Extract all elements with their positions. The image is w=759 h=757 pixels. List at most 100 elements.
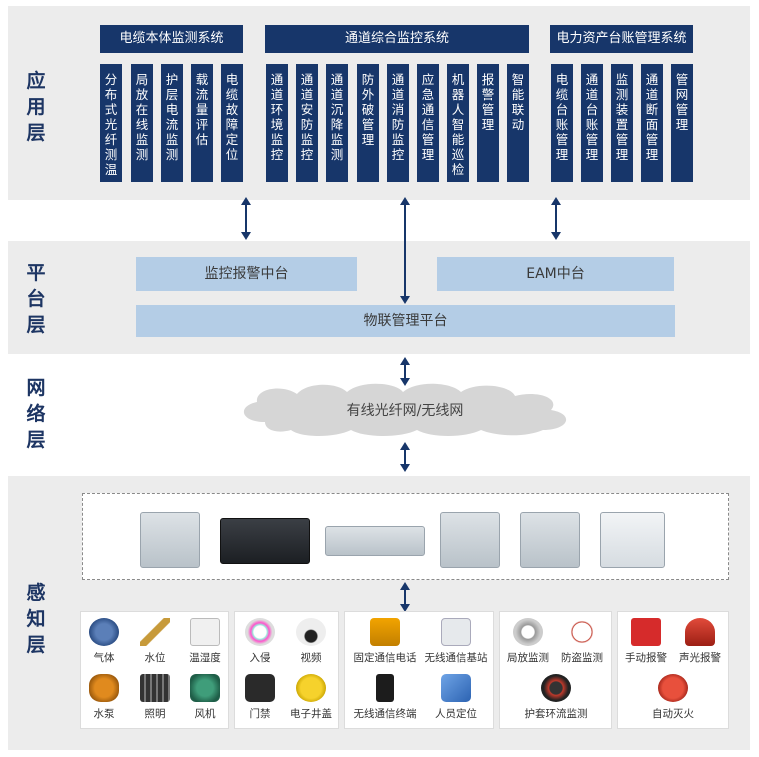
arrow-head-up-left — [241, 197, 251, 205]
perception-layer-label: 感知层 — [26, 582, 46, 656]
sensor-fan-label: 风机 — [194, 708, 216, 720]
network-cloud-text: 有线光纤网/无线网 — [346, 403, 464, 419]
anti-theft-icon — [567, 618, 597, 646]
arrow-line-net2 — [404, 449, 406, 465]
item-ampacity: 载流量评估 — [191, 64, 213, 182]
arrow-head-up-right — [551, 197, 561, 205]
sensor-auto-extinguish-label: 自动灭火 — [652, 708, 694, 720]
sensor-manhole-label: 电子井盖 — [290, 708, 332, 720]
item-pipe-mgmt: 管网管理 — [671, 64, 693, 182]
pd-sensor-icon — [513, 618, 543, 646]
item-channel-ledger: 通道台账管理 — [581, 64, 603, 182]
sensor-pd-label: 局放监测 — [507, 652, 549, 664]
network-cloud — [243, 383, 567, 436]
sensor-lighting-label: 照明 — [144, 708, 166, 720]
arrow-head-down-perc — [400, 604, 410, 612]
sensor-gas-label: 气体 — [93, 652, 115, 664]
arrow-head-up-net1 — [400, 357, 410, 365]
item-env-monitor: 通道环境监控 — [266, 64, 288, 182]
sensor-personnel-locate-label: 人员定位 — [435, 708, 477, 720]
arrow-head-up-net2 — [400, 442, 410, 450]
arrow-head-down-net1 — [400, 378, 410, 386]
item-emergency-comm: 应急通信管理 — [417, 64, 439, 182]
item-device-mgmt: 监测装置管理 — [611, 64, 633, 182]
sensor-personnel-locate: 人员定位 — [421, 674, 491, 721]
item-anti-damage: 防外破管理 — [357, 64, 379, 182]
sensor-auto-extinguish: 自动灭火 — [643, 674, 703, 721]
access-control-icon — [245, 674, 275, 702]
water-level-icon — [140, 618, 170, 646]
device-rack-unit — [325, 526, 425, 556]
item-fiber-temp: 分布式光纤测温 — [100, 64, 122, 182]
sensor-fixed-phone: 固定通信电话 — [350, 618, 420, 665]
gas-sensor-icon — [89, 618, 119, 646]
sensor-manual-alarm-label: 手动报警 — [625, 652, 667, 664]
device-cabinet-1 — [140, 512, 200, 568]
application-layer-label: 应用层 — [26, 70, 46, 144]
sensor-pump: 水泵 — [74, 674, 134, 721]
item-alarm-mgmt: 报警管理 — [477, 64, 499, 182]
sensor-water-level-label: 水位 — [144, 652, 166, 664]
device-cabinet-2 — [440, 512, 500, 568]
manual-alarm-icon — [631, 618, 661, 646]
locator-tag-icon — [441, 674, 471, 702]
sensor-water-level: 水位 — [125, 618, 185, 665]
arrow-line-center — [404, 204, 406, 296]
sensor-box-environment: 气体 水位 温湿度 水泵 照明 风机 — [80, 611, 229, 729]
group-cable-body-title: 电缆本体监测系统 — [100, 25, 243, 53]
sensor-gas: 气体 — [74, 618, 134, 665]
monitor-alarm-center: 监控报警中台 — [136, 257, 357, 291]
platform-layer-label: 平台层 — [26, 262, 46, 336]
sheath-ct-icon — [541, 674, 571, 702]
base-station-icon — [441, 618, 471, 646]
sensor-intrusion: 入侵 — [230, 618, 290, 665]
pump-icon — [89, 674, 119, 702]
sensor-pd: 局放监测 — [498, 618, 558, 665]
siren-icon — [685, 618, 715, 646]
arrow-line-perc — [404, 589, 406, 606]
group-channel-title: 通道综合监控系统 — [265, 25, 529, 53]
sensor-lighting: 照明 — [125, 674, 185, 721]
sensor-box-security: 入侵 视频 门禁 电子井盖 — [234, 611, 339, 729]
extinguisher-icon — [658, 674, 688, 702]
sensor-access: 门禁 — [230, 674, 290, 721]
item-pd-monitor: 局放在线监测 — [131, 64, 153, 182]
arrow-head-down-right — [551, 232, 561, 240]
arrow-head-down-center — [400, 296, 410, 304]
sensor-temp-humidity: 温湿度 — [175, 618, 235, 665]
device-cabinet-3 — [520, 512, 580, 568]
sensor-sound-light-label: 声光报警 — [679, 652, 721, 664]
sensor-sheath-loop-label: 护套环流监测 — [524, 708, 588, 720]
sensor-manual-alarm: 手动报警 — [616, 618, 676, 665]
intrusion-icon — [245, 618, 275, 646]
sensor-base-station-label: 无线通信基站 — [424, 652, 488, 664]
iot-platform: 物联管理平台 — [136, 305, 675, 337]
sensor-sheath-loop: 护套环流监测 — [520, 674, 592, 721]
sensor-video: 视频 — [281, 618, 341, 665]
manhole-cover-icon — [296, 674, 326, 702]
sensor-temp-humidity-label: 温湿度 — [189, 652, 221, 664]
sensor-video-label: 视频 — [300, 652, 322, 664]
item-sheath-current: 护层电流监测 — [161, 64, 183, 182]
sensor-pump-label: 水泵 — [93, 708, 115, 720]
item-fire-monitor: 通道消防监控 — [387, 64, 409, 182]
camera-icon — [296, 618, 326, 646]
thermometer-icon — [190, 618, 220, 646]
item-smart-link: 智能联动 — [507, 64, 529, 182]
sensor-box-cable: 局放监测 防盗监测 护套环流监测 — [499, 611, 612, 729]
sensor-wireless-terminal: 无线通信终端 — [350, 674, 420, 721]
sensor-anti-theft-label: 防盗监测 — [561, 652, 603, 664]
eam-center: EAM中台 — [437, 257, 674, 291]
sensor-access-label: 门禁 — [249, 708, 271, 720]
item-robot-patrol: 机器人智能巡检 — [447, 64, 469, 182]
sensor-manhole: 电子井盖 — [281, 674, 341, 721]
arrow-head-up-perc — [400, 582, 410, 590]
fan-icon — [190, 674, 220, 702]
arrow-line-left — [245, 204, 247, 234]
item-fault-locate: 电缆故障定位 — [221, 64, 243, 182]
item-section-mgmt: 通道断面管理 — [641, 64, 663, 182]
phone-icon — [370, 618, 400, 646]
arrow-head-down-left — [241, 232, 251, 240]
device-monitor-host — [220, 518, 310, 564]
sensor-base-station: 无线通信基站 — [421, 618, 491, 665]
